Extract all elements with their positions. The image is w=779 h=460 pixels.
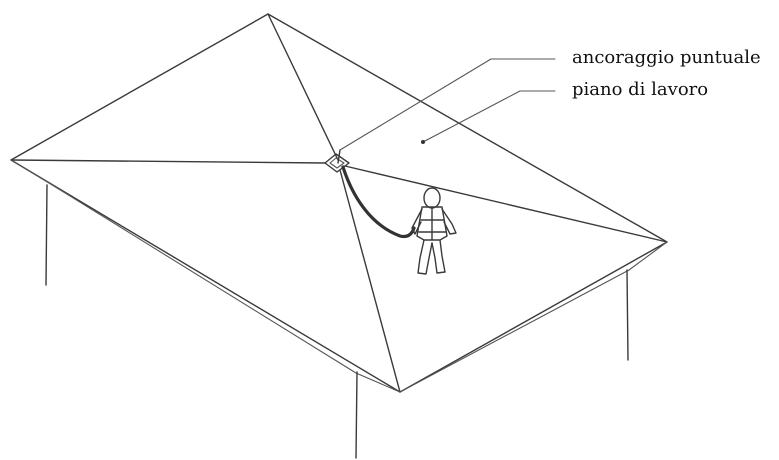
anchor-point xyxy=(325,150,349,172)
post-left xyxy=(46,185,47,285)
roof-outline xyxy=(11,14,667,392)
post-right xyxy=(627,270,628,360)
worker-head xyxy=(424,188,440,208)
lifeline-rope xyxy=(343,167,414,237)
worker-arm-right xyxy=(442,209,456,234)
leader-line-anchor xyxy=(340,59,555,150)
ridge-line-north xyxy=(268,14,338,160)
posts xyxy=(46,185,628,458)
ridge-line-south xyxy=(340,170,400,392)
worker-leg-left xyxy=(418,240,432,274)
leader-lines xyxy=(340,59,555,150)
post-front xyxy=(356,372,357,458)
ridge-line-west xyxy=(11,160,325,163)
worker-figure xyxy=(412,188,456,274)
anchor-point-label: ancoraggio puntuale xyxy=(572,49,761,67)
leader-dot-work-plane xyxy=(421,140,425,144)
leader-line-work-plane xyxy=(423,91,555,142)
work-plane-label: piano di lavoro xyxy=(572,81,708,99)
worker-arm-left xyxy=(412,209,422,234)
roof xyxy=(11,14,667,392)
ridge-line-east xyxy=(345,166,667,242)
anchor-post xyxy=(338,150,340,163)
worker-leg-right xyxy=(432,240,445,273)
